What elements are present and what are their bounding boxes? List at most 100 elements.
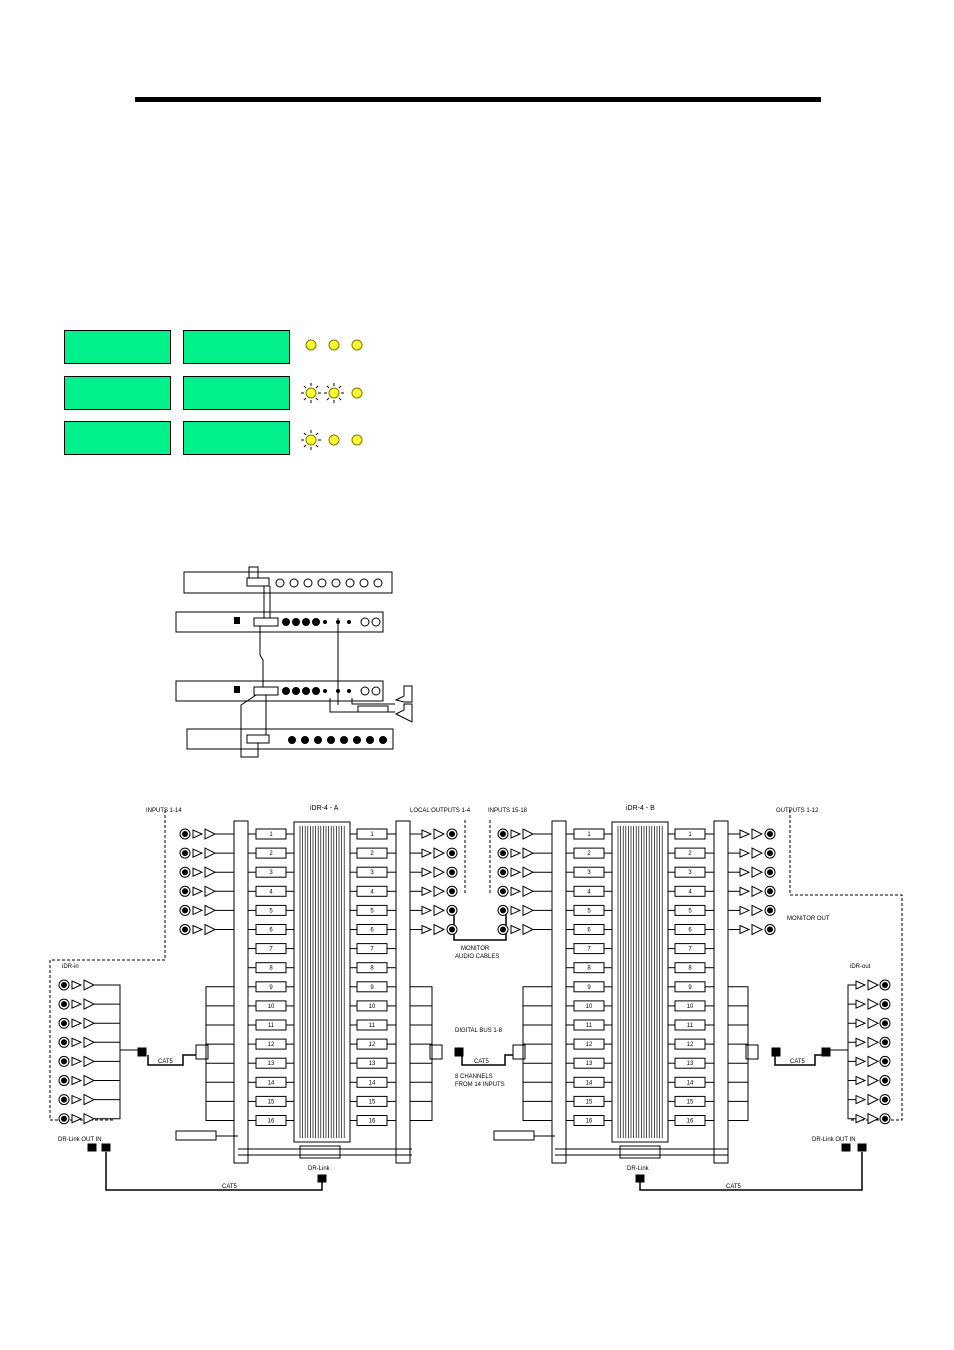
unit_b-in-channel-label: 8 — [587, 966, 591, 972]
idr-in-amp-7 — [71, 1093, 96, 1106]
unit_b-in-channel-label: 13 — [586, 1061, 593, 1067]
unit_a-input-amp-5 — [192, 904, 217, 917]
lcd-display-left-1 — [64, 330, 171, 364]
unit_a-input-connector-1 — [179, 828, 191, 840]
label-drlink-b: DR-Link — [627, 1166, 650, 1172]
unit_b-input-rail — [551, 820, 567, 1164]
label-inputs-b: INPUTS 15-18 — [488, 808, 528, 814]
unit_b-in-channel-label: 2 — [587, 851, 591, 857]
unit_b-input-amp-1 — [510, 828, 535, 840]
unit_b-output-rail — [713, 820, 729, 1164]
idr-in-cat5-jack — [137, 1047, 147, 1057]
unit_a-input-rail — [233, 820, 249, 1164]
unit_a-out-channel-label: 16 — [369, 1119, 376, 1125]
unit_b-out-channel-label: 10 — [687, 1004, 694, 1010]
unit_a-in-channel-label: 11 — [268, 1023, 275, 1029]
unit_a-out-channel-label: 6 — [370, 928, 374, 934]
unit_b-input-connector-5 — [497, 904, 509, 916]
label-monitor-2: AUDIO CABLES — [455, 954, 499, 960]
label-monitor-1: MONITOR — [461, 946, 490, 952]
lcd-display-right-2 — [183, 376, 290, 410]
lcd-display-right-3 — [183, 421, 290, 455]
unit_b-out-channel-label: 2 — [688, 851, 692, 857]
unit_b-in-channel-label: 16 — [586, 1119, 593, 1125]
unit_a-out-channel-label: 12 — [369, 1042, 376, 1048]
idr-in-connector-1 — [58, 979, 70, 991]
unit_a-out-channel-label: 11 — [369, 1023, 376, 1029]
unit_b-output-connector-6 — [764, 924, 776, 935]
unit_a-in-channel-label: 3 — [269, 870, 273, 876]
idr-out-connector-8 — [879, 1113, 891, 1125]
unit_b-input-connector-4 — [497, 885, 509, 897]
idr-out-amp-6 — [855, 1074, 880, 1087]
drlink-out-jack-b — [841, 1143, 851, 1152]
idr-out-connector-5 — [879, 1055, 891, 1067]
unit_b-output-connector-3 — [764, 866, 776, 878]
unit_a-out-channel-label: 14 — [369, 1080, 376, 1086]
unit_b-input-connector-1 — [497, 828, 509, 840]
unit_b-in-channel-label: 5 — [587, 908, 591, 914]
unit-a-cat5-jack — [454, 1047, 464, 1057]
label-eight-ch-2: FROM 14 INPUTS — [455, 1082, 505, 1088]
unit_b-out-channel-label: 11 — [687, 1023, 694, 1029]
label-inputs-a: INPUTS 1-14 — [146, 808, 182, 814]
unit_a-in-channel-label: 8 — [269, 966, 273, 972]
unit_b-bus-fan-right — [745, 1044, 759, 1060]
idr-out-cat5-jack — [821, 1047, 831, 1057]
unit_a-out-channel-label: 4 — [370, 889, 374, 895]
drlink-in-jack-a — [101, 1143, 111, 1152]
unit_b-in-channel-label: 12 — [586, 1042, 593, 1048]
unit_a-in-channel-label: 16 — [268, 1119, 275, 1125]
unit_b-input-connector-2 — [497, 847, 509, 859]
unit_a-in-channel-label: 14 — [268, 1080, 275, 1086]
drlink-out-jack-a — [87, 1143, 97, 1152]
unit_b-input-amp-4 — [510, 885, 535, 898]
idr-in-connector-8 — [58, 1113, 70, 1125]
unit_a-in-channel-label: 1 — [269, 832, 273, 838]
unit_b-in-channel-label: 11 — [586, 1023, 593, 1029]
idr-in-amp-6 — [71, 1074, 96, 1087]
unit_a-out-channel-label: 5 — [370, 908, 374, 914]
unit_a-out-channel-label: 15 — [369, 1099, 376, 1105]
unit_a-in-channel-label: 2 — [269, 851, 273, 857]
unit_a-output-amp-1 — [421, 828, 446, 840]
unit_b-out-channel-label: 1 — [688, 832, 692, 838]
unit_a-output-amp-5 — [421, 904, 446, 917]
unit_a-in-channel-label: 9 — [269, 985, 273, 991]
unit_b-drlink-jack — [635, 1174, 645, 1183]
unit_b-out-channel-label: 14 — [687, 1080, 694, 1086]
idr-out-connector-6 — [879, 1075, 891, 1086]
unit_a-input-connector-5 — [179, 904, 191, 916]
unit_b-out-channel-label: 3 — [688, 870, 692, 876]
unit_b-out-channel-label: 7 — [688, 947, 692, 953]
unit_b-output-amp-2 — [739, 847, 764, 859]
unit_b-out-channel-label: 4 — [688, 889, 692, 895]
rack-unit-4 — [186, 728, 394, 750]
unit_a-input-amp-3 — [192, 866, 217, 879]
idr-in-amp-2 — [71, 998, 96, 1010]
unit_a-input-amp-2 — [192, 847, 217, 859]
unit_b-output-amp-4 — [739, 885, 764, 898]
unit_a-input-amp-1 — [192, 828, 217, 840]
unit_b-out-channel-label: 12 — [687, 1042, 694, 1048]
idr-in-connector-7 — [58, 1094, 70, 1106]
idr-out-amp-7 — [855, 1093, 880, 1106]
unit_b-input-amp-2 — [510, 847, 535, 859]
lcd-display-left-2 — [64, 376, 171, 410]
unit_b-output-connector-5 — [764, 904, 776, 916]
unit_b-output-amp-1 — [739, 828, 764, 840]
unit_b-in-channel-label: 3 — [587, 870, 591, 876]
unit_b-bus-fan-left — [512, 1044, 526, 1060]
drlink-in-jack-b — [857, 1143, 867, 1152]
unit_a-output-connector-3 — [446, 866, 458, 878]
idr-out-amp-4 — [855, 1036, 880, 1049]
routing-labels: INPUTS 1-14 iDR-4 - A LOCAL OUTPUTS 1-4 … — [58, 805, 871, 1190]
unit_b-in-channel-label: 7 — [587, 947, 591, 953]
idr-in-connector-5 — [58, 1055, 70, 1067]
unit_b-output-connector-1 — [764, 828, 776, 840]
unit_b-in-channel-label: 6 — [587, 928, 591, 934]
unit_a-output-amp-4 — [421, 885, 446, 898]
unit_b-in-channel-label: 9 — [587, 985, 591, 991]
